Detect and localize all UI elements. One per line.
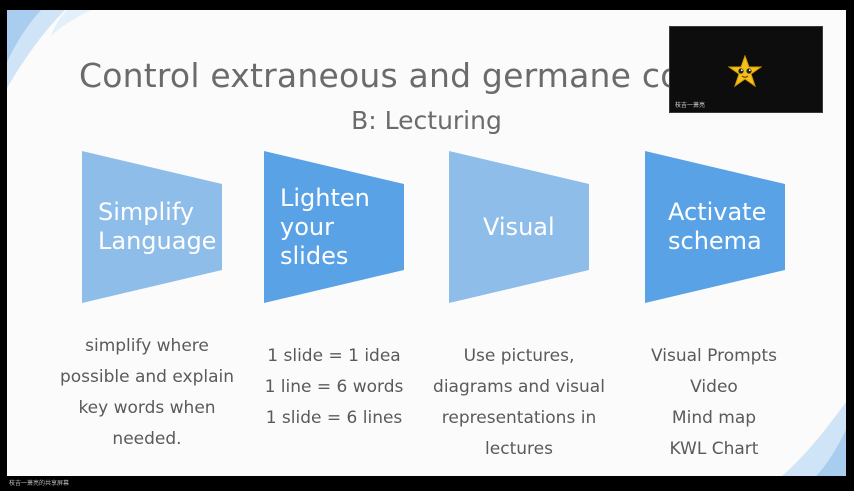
participant-video-tile[interactable]: 枝吉一萧亮 bbox=[669, 26, 823, 113]
description-line: KWL Chart bbox=[669, 439, 759, 459]
slide-title: Control extraneous and germane cognit bbox=[79, 56, 746, 95]
trapezoid-shape bbox=[82, 151, 222, 303]
slide-subtitle: B: Lecturing bbox=[351, 106, 502, 135]
trapezoid-shape bbox=[449, 151, 589, 303]
description-line: lectures bbox=[485, 439, 553, 459]
shape-activate-schema: Activate schema bbox=[645, 151, 785, 303]
description-line: Mind map bbox=[671, 408, 757, 428]
description-line: Visual Prompts bbox=[651, 346, 777, 366]
description-visual: Use pictures, diagrams and visual repres… bbox=[419, 341, 619, 465]
description-simplify-language: simplify where possible and explain key … bbox=[47, 331, 247, 455]
description-lighten-your-slides: 1 slide = 1 idea 1 line = 6 words 1 slid… bbox=[234, 341, 434, 434]
trapezoid-shape bbox=[645, 151, 785, 303]
star-avatar-icon bbox=[727, 54, 763, 88]
avatar bbox=[727, 54, 763, 89]
description-line: diagrams and visual bbox=[433, 377, 605, 397]
description-line: key words when bbox=[78, 398, 216, 418]
description-line: 1 slide = 6 lines bbox=[265, 408, 403, 428]
shape-lighten-your-slides: Lighten your slides bbox=[264, 151, 404, 303]
trapezoid-shape bbox=[264, 151, 404, 303]
shape-label: Simplify Language bbox=[98, 198, 217, 255]
description-line: 1 slide = 1 idea bbox=[267, 346, 401, 366]
shape-label: Activate schema bbox=[668, 198, 767, 255]
shape-simplify-language: Simplify Language bbox=[82, 151, 222, 303]
shape-visual: Visual bbox=[449, 151, 589, 303]
shape-label: Visual bbox=[483, 212, 555, 241]
description-line: representations in bbox=[441, 408, 597, 428]
description-line: Use pictures, bbox=[463, 346, 575, 366]
description-line: possible and explain bbox=[59, 367, 235, 387]
description-activate-schema: Visual Prompts Video Mind map KWL Chart bbox=[614, 341, 814, 465]
description-line: Video bbox=[690, 377, 738, 397]
description-line: 1 line = 6 words bbox=[264, 377, 404, 397]
shape-label: Lighten your slides bbox=[280, 183, 370, 270]
screen-share-caption: 枝吉一萧亮的共享屏幕 bbox=[9, 480, 70, 487]
description-line: simplify where bbox=[85, 336, 209, 356]
description-line: needed. bbox=[112, 429, 182, 449]
participant-name: 枝吉一萧亮 bbox=[675, 102, 706, 109]
